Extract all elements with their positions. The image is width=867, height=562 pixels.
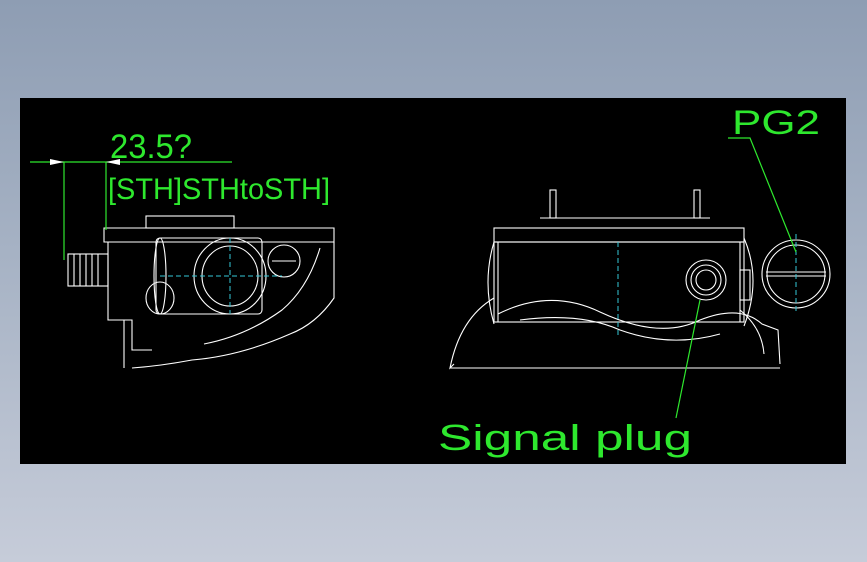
left-top-lid: [145, 215, 235, 229]
right-front-view: [449, 189, 831, 370]
right-body: [493, 241, 745, 323]
left-body-left: [107, 242, 152, 351]
left-connector: [67, 253, 109, 287]
right-lower-wave-inner: [519, 317, 721, 341]
right-cap-left: [487, 241, 495, 325]
pg2-label: PG2: [732, 104, 820, 142]
left-round-cap: [267, 244, 301, 278]
dimension-value: 23.5?: [110, 128, 192, 166]
signal-plug-label: Signal plug: [438, 417, 692, 458]
dimension-subtext: [STH]STHtoSTH]: [108, 173, 330, 206]
left-side-view: [67, 215, 335, 369]
left-body-inner-curve: [203, 247, 321, 345]
pg2-leader: [728, 137, 797, 253]
left-cylinder: [155, 237, 263, 315]
dimension-arrow-left: [50, 159, 64, 165]
right-cap-right: [743, 237, 754, 327]
labels: PG2 Signal plug: [438, 104, 820, 458]
mounting-pin-right: [693, 189, 701, 219]
right-lower-right: [739, 309, 765, 355]
dimension-annotation: 23.5? [STH]STHtoSTH]: [30, 128, 330, 260]
signal-plug: [685, 259, 727, 301]
right-lower-wave: [497, 299, 781, 365]
drawing-svg: 23.5? [STH]STHtoSTH]: [30, 104, 831, 458]
cad-drawing-canvas: 23.5? [STH]STHtoSTH]: [20, 98, 846, 464]
right-body-top: [493, 227, 745, 243]
right-lower-left: [449, 297, 495, 370]
signal-plug-leader: [675, 299, 701, 419]
dimension-arrow-right: [106, 159, 120, 165]
left-body-wave: [131, 242, 335, 369]
mounting-pin-left: [549, 189, 557, 219]
